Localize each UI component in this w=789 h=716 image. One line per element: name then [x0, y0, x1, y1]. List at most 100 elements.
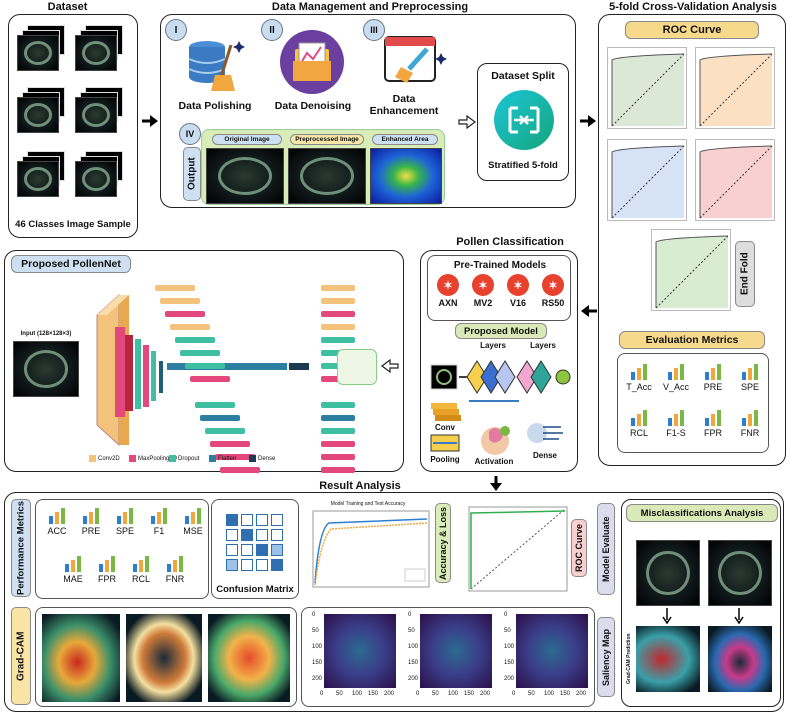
saliency-x-tick: 50	[528, 691, 535, 697]
accuracy-chart-title: Model Training and Test Accuracy	[330, 501, 406, 507]
saliency-x-tick: 150	[368, 691, 379, 697]
perf-metric-mae: MAE	[56, 554, 90, 584]
dataset-title: Dataset	[47, 1, 88, 13]
saliency-x-tick: 100	[448, 691, 459, 697]
conv-label: Conv	[435, 423, 455, 432]
perf-metric-acc: ACC	[40, 506, 74, 536]
pollennet-title: Proposed PollenNet	[11, 255, 131, 273]
cv-metric-rcl: RCL	[622, 408, 656, 438]
saliency-x-tick: 100	[544, 691, 555, 697]
layer-bar-out	[321, 298, 355, 304]
legend-item: Flatten	[209, 455, 236, 462]
roc-fold-5	[651, 229, 731, 311]
data-enhancement-label: Data Enhancement	[369, 93, 439, 117]
roc-chart	[461, 503, 571, 597]
saliency-y-tick: 0	[312, 612, 316, 618]
step-i-badge: I	[165, 19, 187, 41]
pollen-classification-title: Pollen Classification	[456, 236, 564, 248]
pooling-icon	[430, 434, 460, 452]
perf-metric-rcl: RCL	[124, 554, 158, 584]
layer-bar	[215, 454, 255, 460]
roc-fold-4	[695, 139, 775, 221]
model-rs50: ✶RS50	[539, 274, 567, 308]
layer-bar-out	[321, 337, 355, 343]
legend-item: Conv2D	[89, 455, 120, 462]
model-mv2: ✶MV2	[469, 274, 497, 308]
layer-bar-out	[321, 324, 355, 330]
layer-bar	[200, 415, 240, 421]
layer-bar-out	[321, 415, 355, 421]
layer-bar	[185, 363, 225, 369]
roc-fold-1	[607, 47, 687, 129]
arrow-down-icon	[734, 608, 744, 624]
cv-metric-t_acc: T_Acc	[622, 362, 656, 392]
network-architecture	[96, 293, 309, 447]
enhanced-area-image	[370, 148, 442, 204]
dense-icon	[527, 423, 563, 443]
image-stack-2	[75, 25, 127, 73]
layer-bar	[210, 441, 250, 447]
image-stack-6	[75, 151, 127, 199]
gradcam-box	[35, 607, 297, 707]
preprocessing-panel: I Data Polishing II Data Denoising III D…	[160, 14, 576, 208]
misclass-image-2	[708, 540, 772, 606]
roc-curve-label: ROC Curve	[571, 519, 587, 577]
preprocessing-title: Data Management and Preprocessing	[271, 1, 469, 13]
saliency-y-tick: 100	[312, 644, 323, 650]
saliency-x-tick: 0	[416, 691, 420, 697]
data-polishing-label: Data Polishing	[178, 100, 252, 112]
performance-metrics-label: Performance Metrics	[11, 499, 31, 597]
saliency-y-tick: 150	[504, 660, 515, 666]
output-label: Output	[183, 147, 201, 201]
saliency-x-tick: 100	[352, 691, 363, 697]
dense-label: Dense	[532, 451, 557, 460]
evaluation-metrics-title: Evaluation Metrics	[619, 331, 765, 349]
saliency-y-tick: 50	[312, 628, 319, 634]
saliency-y-tick: 150	[408, 660, 419, 666]
hollow-arrow-icon	[458, 115, 476, 129]
layer-bar	[160, 298, 200, 304]
image-stack-5	[17, 151, 69, 199]
layers-label-a: Layers	[480, 341, 506, 350]
saliency-y-tick: 50	[504, 628, 511, 634]
perf-metric-spe: SPE	[108, 506, 142, 536]
cv-metric-fnr: FNR	[733, 408, 767, 438]
saliency-y-tick: 100	[408, 644, 419, 650]
cv-metric-spe: SPE	[733, 362, 767, 392]
proposed-model-title: Proposed Model	[455, 323, 547, 339]
roc-curve-title: ROC Curve	[625, 21, 759, 39]
cv-metric-v_acc: V_Acc	[659, 362, 693, 392]
layer-bar-out	[321, 311, 355, 317]
dataset-split-box: Dataset Split Stratified 5-fold	[477, 63, 569, 181]
confusion-matrix-icon	[226, 514, 283, 571]
misclass-gradcam-1	[636, 626, 700, 692]
pooling-label: Pooling	[430, 455, 460, 464]
misclass-title: Misclassifications Analysis	[626, 504, 778, 522]
gradcam-image-2	[126, 614, 202, 702]
accuracy-loss-label: Accuracy & Loss	[435, 503, 451, 583]
layer-bar	[155, 285, 195, 291]
layer-bar-out	[321, 428, 355, 434]
layer-bar	[220, 467, 260, 473]
layer-bar	[190, 376, 230, 382]
activation-label: Activation	[474, 457, 514, 466]
model-v16: ✶V16	[504, 274, 532, 308]
saliency-y-tick: 150	[312, 660, 323, 666]
arrow-down-icon	[490, 476, 502, 491]
input-label: Input (128×128×3)	[20, 331, 72, 337]
gradcam-prediction-label: Grad-CAM Prediction	[626, 633, 632, 685]
saliency-y-tick: 100	[504, 644, 515, 650]
layer-bar-out	[321, 441, 355, 447]
saliency-x-tick: 150	[560, 691, 571, 697]
preprocessed-image-label: Preprocessed Image	[290, 134, 364, 145]
dataset-split-title: Dataset Split	[491, 70, 555, 82]
misclass-gradcam-2	[708, 626, 772, 692]
saliency-y-tick: 0	[408, 612, 412, 618]
layer-bar-out	[321, 402, 355, 408]
saliency-x-tick: 150	[464, 691, 475, 697]
step-iii-badge: III	[363, 19, 385, 41]
saliency-y-tick: 200	[312, 676, 323, 682]
saliency-x-tick: 200	[480, 691, 491, 697]
